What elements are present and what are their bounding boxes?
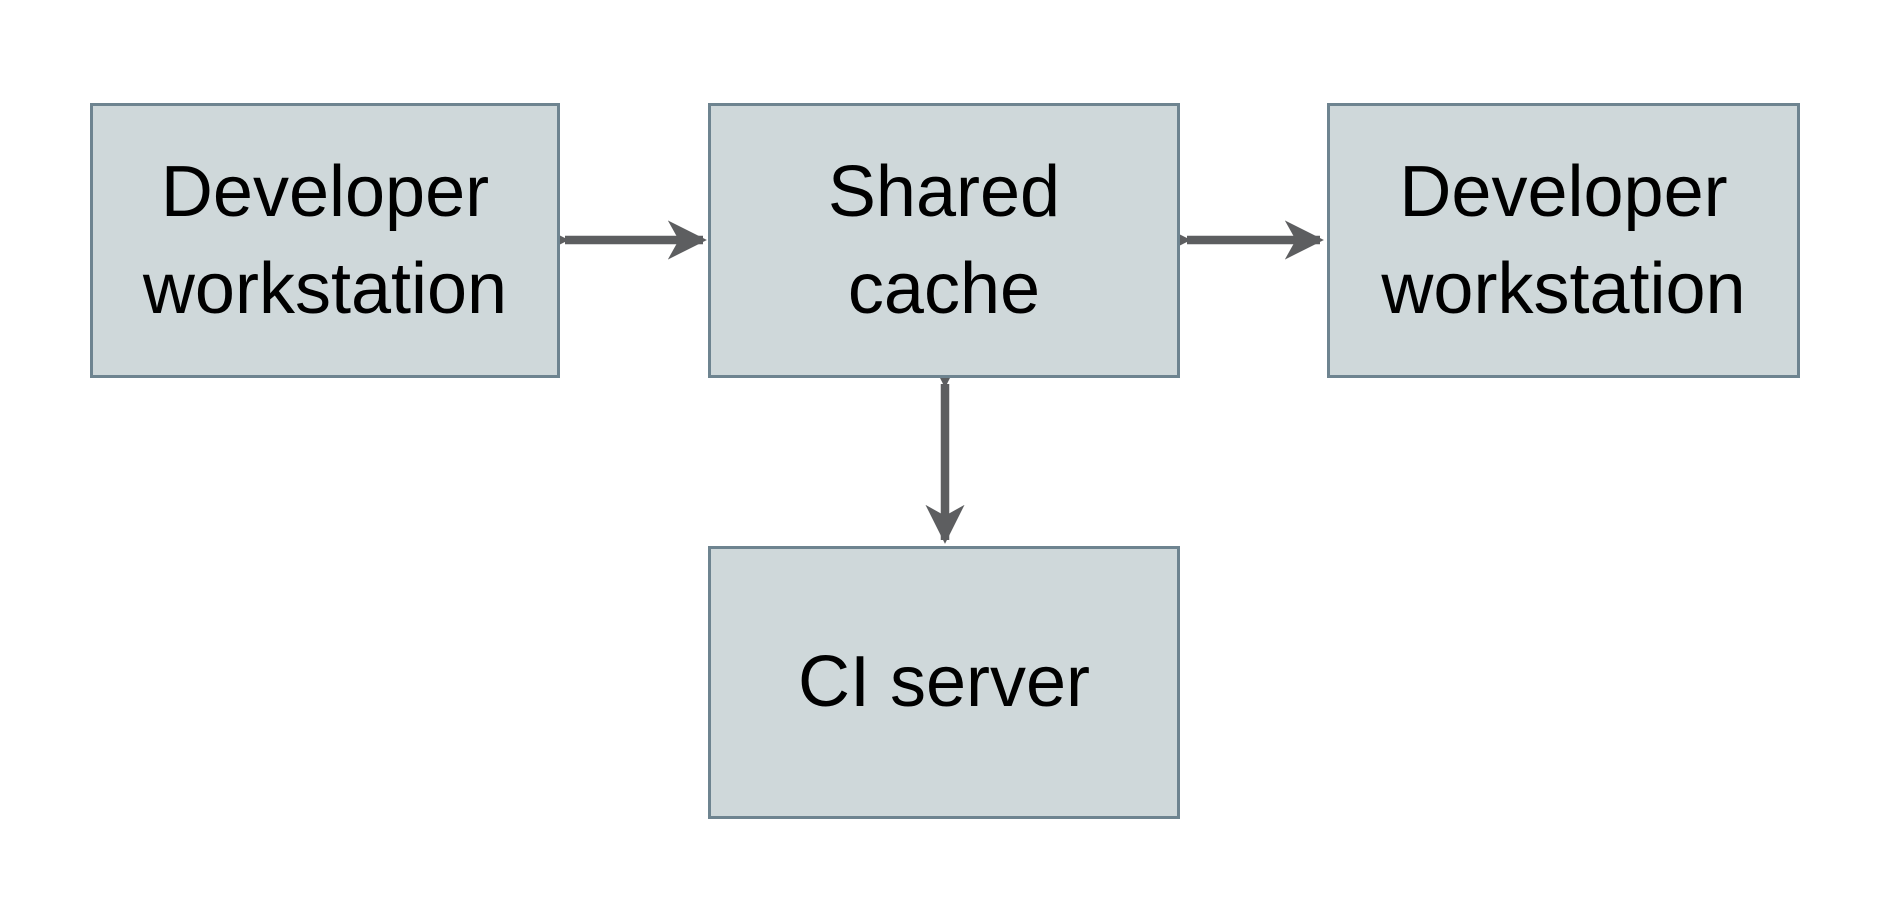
node-ci-server: CI server (708, 546, 1180, 819)
node-label-line: cache (847, 248, 1041, 329)
node-developer-workstation-right: Developer workstation (1327, 103, 1800, 378)
node-label-line: Developer (1399, 151, 1728, 232)
node-label-line: workstation (1381, 248, 1746, 329)
node-developer-workstation-left: Developer workstation (90, 103, 560, 378)
node-label-line: workstation (142, 248, 508, 329)
node-label-line: Shared (827, 151, 1061, 232)
node-label-line: CI server (797, 642, 1091, 722)
node-shared-cache: Shared cache (708, 103, 1180, 378)
node-label-line: Developer (160, 151, 490, 232)
